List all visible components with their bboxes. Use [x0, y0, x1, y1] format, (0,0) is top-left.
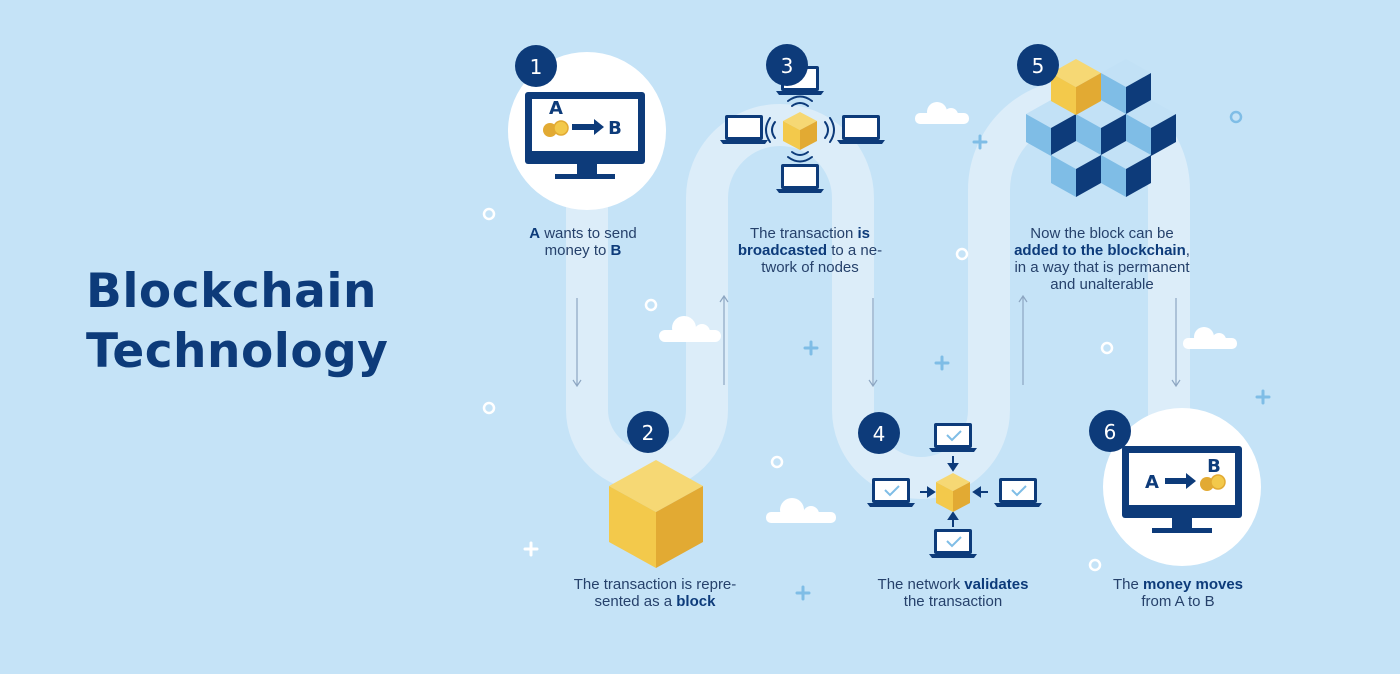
- step-number: 6: [1104, 420, 1117, 444]
- laptop-icon: [720, 115, 768, 144]
- caption-text: The: [1112, 576, 1143, 593]
- block-cube-icon: [1051, 59, 1101, 115]
- step-3-caption: The transaction is broadcasted to a ne-tw…: [690, 225, 930, 276]
- step-number: 2: [642, 421, 655, 445]
- step-number: 5: [1032, 54, 1045, 78]
- caption-emphasis: validates: [964, 576, 1029, 593]
- monitor-6-label-from: A: [1145, 472, 1159, 493]
- block-cube-icon: [609, 460, 703, 568]
- block-cube-icon: [936, 473, 970, 512]
- arrow-right-icon: [572, 119, 604, 135]
- caption-emphasis: money moves: [1142, 576, 1244, 593]
- broadcast-network-illustration: [720, 66, 885, 193]
- step-badge-2: 2: [627, 411, 669, 453]
- step-badge-4: 4: [858, 412, 900, 454]
- step-6-monitor-illustration: A B: [1103, 408, 1261, 566]
- inward-arrows: [920, 456, 988, 527]
- title-line-1: Blockchain: [86, 264, 377, 319]
- flow-arrows: [572, 294, 1181, 388]
- laptop-icon: [776, 164, 824, 193]
- caption-emphasis: B: [610, 242, 622, 259]
- blockchain-cubes-illustration: [1026, 59, 1176, 197]
- caption-text: from A to B: [1141, 593, 1215, 610]
- caption-emphasis: is: [857, 225, 871, 242]
- caption-text: Now the block can be: [1030, 225, 1174, 242]
- caption-text: ,: [1185, 242, 1190, 259]
- step-badge-1: 1: [515, 45, 557, 87]
- step-badge-3: 3: [766, 44, 808, 86]
- monitor-1-label-from: A: [549, 98, 563, 119]
- step-badge-6: 6: [1089, 410, 1131, 452]
- monitor-6-label-to: B: [1207, 456, 1221, 477]
- step-number: 1: [530, 55, 543, 79]
- title-line-2: Technology: [86, 324, 389, 379]
- coins-icon: [543, 120, 569, 137]
- laptop-check-icon: [929, 529, 977, 558]
- caption-text: to a ne-: [827, 242, 883, 259]
- page-title: Blockchain Technology: [86, 262, 388, 382]
- caption-text: The network: [877, 576, 965, 593]
- step-badge-5: 5: [1017, 44, 1059, 86]
- arrow-right-icon: [1165, 473, 1196, 489]
- coins-icon: [1200, 474, 1226, 491]
- cloud-icon: [915, 102, 969, 124]
- monitor-1-label-to: B: [608, 118, 622, 139]
- caption-emphasis: broadcasted: [737, 242, 828, 259]
- step-2-caption: The transaction is repre-sented as a blo…: [535, 576, 775, 610]
- caption-emphasis: block: [676, 593, 716, 610]
- caption-text: sented as a: [594, 593, 677, 610]
- cloud-icon: [659, 316, 721, 342]
- step-number: 3: [781, 54, 794, 78]
- cloud-icon: [766, 498, 836, 523]
- caption-text: and unalterable: [1050, 276, 1154, 293]
- validation-network-illustration: [867, 423, 1042, 558]
- caption-text: money to: [544, 242, 611, 259]
- step-number: 4: [873, 422, 886, 446]
- wireless-signal-icon: [765, 95, 835, 163]
- caption-text: wants to send: [540, 225, 637, 242]
- block-cube-icon: [783, 112, 817, 150]
- caption-emphasis: A: [529, 225, 541, 242]
- laptop-check-icon: [867, 478, 915, 507]
- caption-emphasis: added to the blockchain: [1014, 242, 1186, 259]
- decorative-rings: [1229, 110, 1243, 124]
- laptop-check-icon: [929, 423, 977, 452]
- caption-text: twork of nodes: [761, 259, 859, 276]
- caption-text: The transaction is repre-: [573, 576, 737, 593]
- decorative-plus-marks: [523, 134, 1271, 601]
- caption-text: The transaction: [749, 225, 858, 242]
- cloud-icon: [1183, 327, 1237, 349]
- laptop-check-icon: [994, 478, 1042, 507]
- caption-text: the transaction: [903, 593, 1003, 610]
- laptop-icon: [837, 115, 885, 144]
- decorative-rings: [482, 207, 1114, 572]
- caption-text: in a way that is permanent: [1014, 259, 1190, 276]
- step-1-monitor-illustration: A B: [508, 52, 666, 210]
